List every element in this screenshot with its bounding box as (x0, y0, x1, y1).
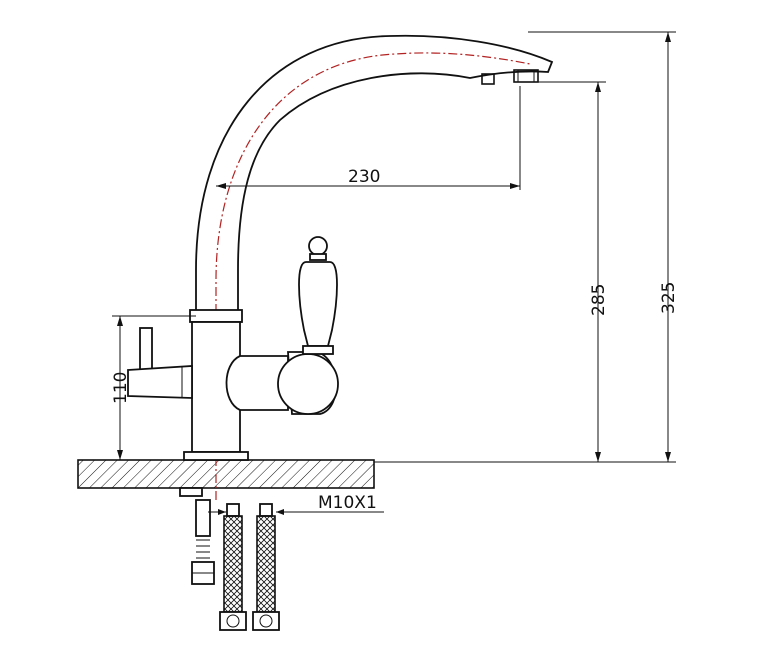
mounting-stud (179, 487, 215, 585)
dimension-285-label: 285 (589, 284, 609, 316)
countertop (77, 459, 375, 489)
dimension-110-label: 110 (111, 372, 131, 404)
dimension-325-label: 325 (659, 282, 679, 314)
thread-callout-label: M10X1 (318, 493, 377, 513)
mixer-housing (225, 351, 339, 415)
dimension-230-label: 230 (348, 167, 380, 187)
spout (195, 34, 554, 313)
dimension-325: 325 (528, 31, 679, 462)
hose-right (252, 503, 280, 631)
hose-left (219, 503, 247, 631)
handle (298, 236, 338, 355)
side-lever (127, 327, 193, 399)
dimension-285: 285 (530, 81, 609, 462)
dimension-230: 230 (216, 86, 521, 190)
dimension-110: 110 (111, 315, 196, 460)
thread-callout: M10X1 (208, 493, 384, 515)
spout-center-line (215, 52, 531, 500)
